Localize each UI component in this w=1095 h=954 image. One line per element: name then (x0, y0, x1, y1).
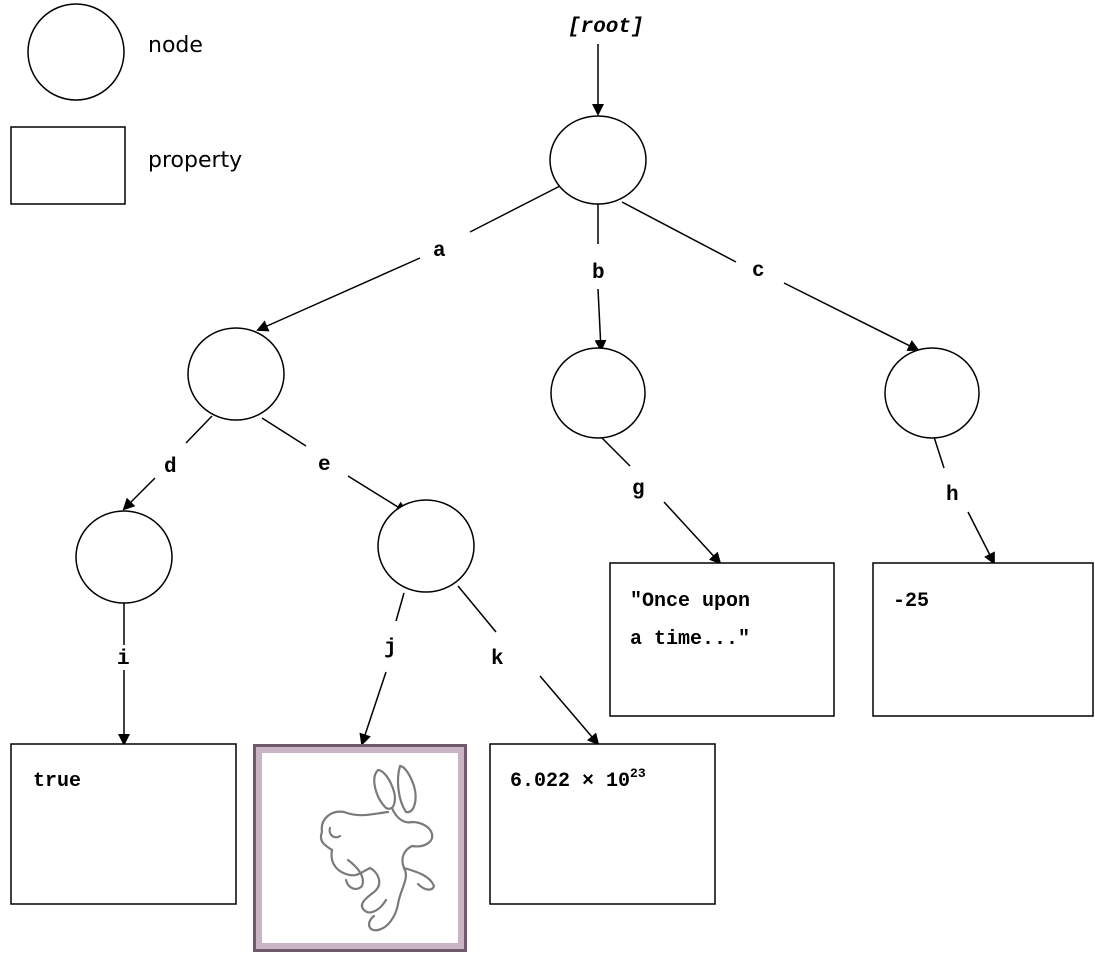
property-k-box (489, 743, 716, 905)
edge-label-g: g (632, 478, 645, 501)
node-a (187, 327, 285, 421)
edge-d-lower (122, 477, 156, 511)
property-h-value: -25 (893, 590, 929, 613)
property-g-line2: a time..." (630, 628, 750, 651)
properties: true 6.022 × 1023 "Once upon a time..." … (10, 562, 1094, 952)
property-k-value: 6.022 × 1023 (510, 766, 646, 793)
edge-h-upper (933, 436, 945, 469)
edge-label-c: c (752, 260, 765, 283)
legend: node property (10, 3, 242, 205)
property-g-line1: "Once upon (630, 590, 750, 613)
edge-j-lower (359, 671, 387, 746)
edge-label-e: e (318, 454, 331, 477)
edges (118, 44, 995, 746)
edge-label-i: i (117, 648, 130, 671)
property-g-box (609, 562, 835, 717)
edge-labels: a b c d e g h i j k (117, 240, 959, 671)
edge-g-lower (663, 501, 722, 565)
edge-b-lower (594, 288, 607, 352)
property-k-exponent: 23 (630, 766, 646, 781)
property-i-box (10, 743, 237, 905)
edge-c-lower (783, 282, 920, 351)
edge-a-upper (469, 185, 561, 233)
root-label: [root] (568, 16, 644, 39)
edge-label-j: j (384, 637, 397, 660)
edge-j-upper (395, 592, 405, 622)
edge-label-b: b (592, 262, 605, 285)
rabbit-sketch-icon (319, 764, 436, 932)
legend-property-label: property (148, 148, 242, 173)
legend-property-shape (10, 126, 126, 205)
edge-e-lower (347, 475, 408, 514)
edge-a-lower (256, 257, 421, 332)
node-c (884, 347, 980, 439)
property-h-box (872, 562, 1094, 717)
edge-h-lower (967, 511, 995, 565)
edge-c-upper (621, 201, 737, 263)
edge-label-h: h (946, 484, 959, 507)
property-j-box (262, 753, 458, 943)
property-k-mantissa: 6.022 × 10 (510, 770, 630, 793)
nodes (75, 115, 980, 604)
node-d (75, 510, 173, 604)
node-e (377, 499, 475, 593)
property-i-value: true (33, 770, 81, 793)
edge-label-a: a (433, 240, 446, 263)
legend-node-label: node (148, 33, 203, 58)
node-b (550, 347, 646, 439)
edge-g-upper (600, 436, 631, 467)
edge-label-d: d (164, 456, 177, 479)
node-root (549, 115, 647, 205)
edge-d-upper (185, 415, 213, 444)
edge-e-upper (261, 417, 307, 447)
edge-label-k: k (491, 648, 504, 671)
edge-k-lower (539, 675, 600, 746)
edge-k-upper (457, 585, 497, 633)
legend-node-shape (27, 3, 125, 101)
